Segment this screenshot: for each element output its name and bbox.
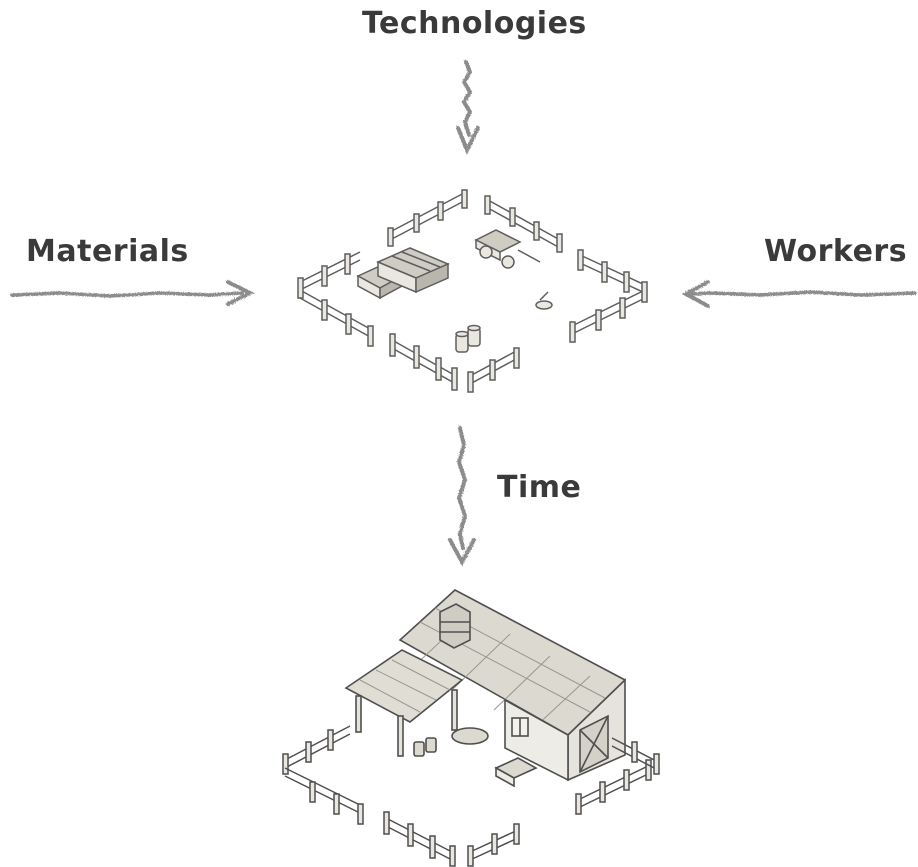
workers-arrow	[681, 280, 917, 308]
technologies-label: Technologies	[362, 6, 587, 41]
porch-roof	[344, 649, 464, 723]
fence-back-left	[387, 189, 468, 247]
workers-label: Workers	[764, 234, 908, 269]
porch-items	[413, 727, 538, 788]
fence-front	[389, 333, 520, 393]
time-arrow	[448, 426, 476, 567]
barrels	[455, 324, 481, 353]
building-fences	[282, 725, 660, 867]
fence-left	[297, 251, 374, 347]
stump-with-axe	[535, 291, 553, 310]
materials-label: Materials	[26, 234, 189, 269]
material-crates	[356, 247, 450, 300]
finished-building-illustration	[282, 589, 660, 867]
materials-arrow	[10, 280, 255, 306]
porch-posts	[355, 689, 458, 757]
wheelbarrow-cart	[474, 229, 541, 269]
time-label: Time	[497, 470, 582, 505]
construction-site-illustration	[297, 189, 648, 393]
chimney	[439, 603, 471, 649]
technologies-arrow	[456, 60, 480, 155]
fence-back-right	[484, 195, 563, 253]
fence-right	[569, 249, 648, 343]
